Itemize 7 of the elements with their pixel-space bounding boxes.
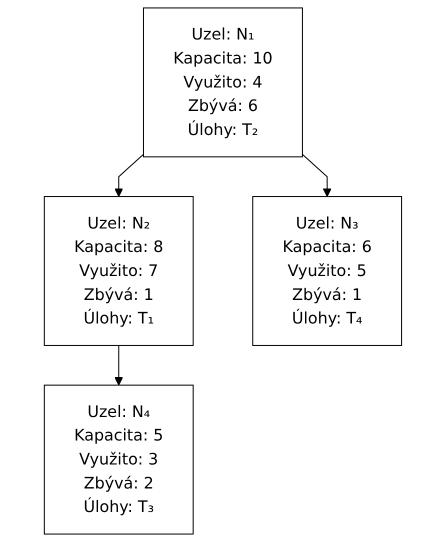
node-box: Uzel: N₂ Kapacita: 8 Využito: 7 Zbývá: 1 Úlohy: T₁ bbox=[44, 196, 194, 346]
node-box: Uzel: N₄ Kapacita: 5 Využito: 3 Zbývá: 2 Úlohy: T₃ bbox=[44, 384, 194, 535]
arrow bbox=[114, 344, 124, 386]
node-box: Uzel: N₁ Kapacita: 10 Využito: 4 Zbývá: 6 Úlohy: T₂ bbox=[143, 7, 303, 158]
arrow bbox=[114, 154, 144, 197]
node-box: Uzel: N₃ Kapacita: 6 Využito: 5 Zbývá: 1 Úlohy: T₄ bbox=[252, 196, 402, 346]
arrow bbox=[302, 154, 332, 197]
